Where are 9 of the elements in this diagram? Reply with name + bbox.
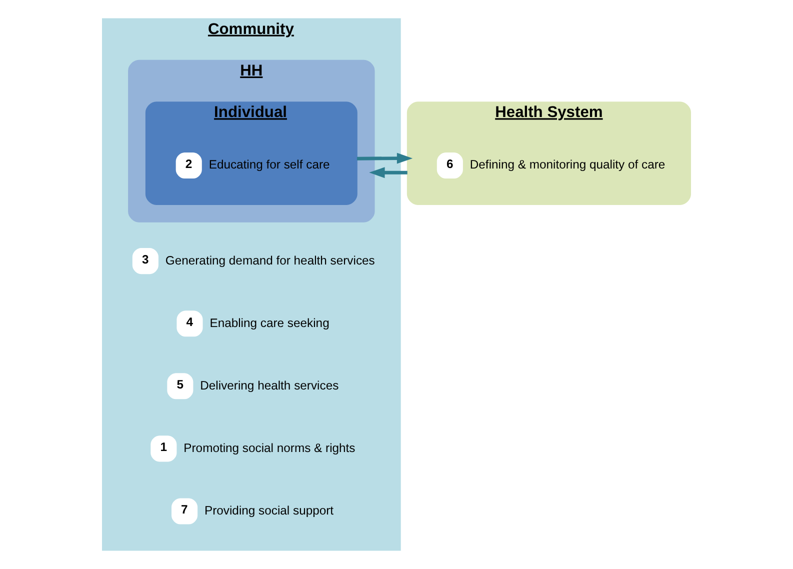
node-label: Promoting social norms & rights — [184, 440, 356, 455]
node-label: Delivering health services — [200, 378, 339, 392]
node-label: Defining & monitoring quality of care — [470, 158, 666, 172]
node-label: Enabling care seeking — [210, 316, 330, 330]
node-label: Generating demand for health services — [165, 253, 375, 268]
node-label: Providing social support — [204, 503, 334, 518]
arrow — [369, 167, 408, 178]
arrow — [356, 152, 413, 164]
node-label: Educating for self care — [208, 158, 330, 172]
